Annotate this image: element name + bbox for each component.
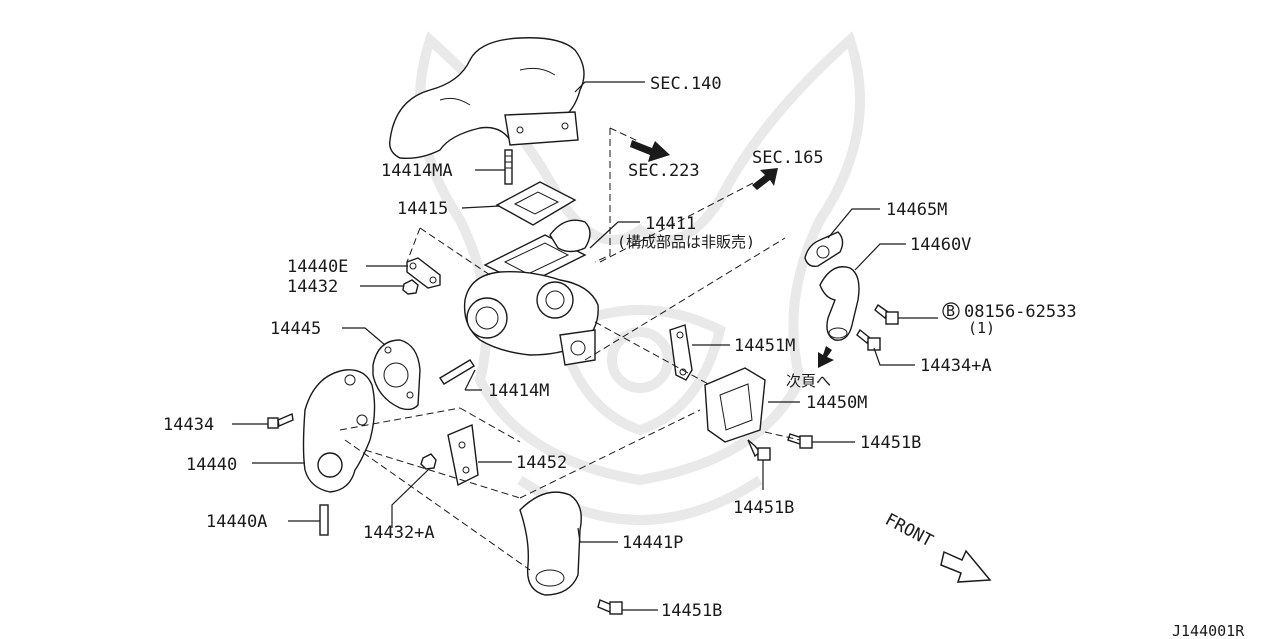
label-14441p[interactable]: 14441P xyxy=(622,533,683,553)
leader-lines xyxy=(232,81,938,611)
label-14451b-mid[interactable]: 14451B xyxy=(733,498,794,518)
drawing-id: J144001R xyxy=(1172,622,1245,639)
label-14445[interactable]: 14445 xyxy=(270,319,321,339)
label-14432[interactable]: 14432 xyxy=(287,277,338,297)
arrow-sec223-icon xyxy=(630,140,670,162)
label-14411[interactable]: 14411 xyxy=(645,214,696,234)
direction-arrows xyxy=(630,140,992,583)
pipe-14460v-part xyxy=(819,266,860,341)
label-14451b-bottom[interactable]: 14451B xyxy=(661,601,722,621)
gasket-14445-part xyxy=(372,339,421,411)
bracket-14440e-part xyxy=(402,257,441,295)
turbocharger-part xyxy=(463,219,599,366)
exhaust-manifold-part xyxy=(389,37,585,160)
bolt-14434a-part xyxy=(856,328,881,351)
front-arrow-icon xyxy=(940,549,992,583)
stud-14414ma-part xyxy=(504,149,513,185)
bolt-badge-letter: B xyxy=(946,302,955,320)
label-14450m[interactable]: 14450M xyxy=(806,393,867,413)
label-bolt-qty: (1) xyxy=(968,319,995,337)
bolt-code-callout[interactable]: B 08156-62533 (1) xyxy=(942,302,1077,337)
bolt-08156-part xyxy=(874,303,899,325)
label-14460v[interactable]: 14460V xyxy=(910,235,971,255)
label-14465m[interactable]: 14465M xyxy=(886,200,947,220)
gasket-14415-part xyxy=(495,181,577,226)
turbine-outlet-14440-part xyxy=(302,369,376,493)
bolt-14451b-right-part xyxy=(787,433,813,449)
bolt-14451b-bottom-part xyxy=(597,599,623,615)
label-14434a[interactable]: 14434+A xyxy=(920,356,992,376)
label-14434[interactable]: 14434 xyxy=(163,415,214,435)
label-14432a[interactable]: 14432+A xyxy=(363,523,435,543)
label-14451m[interactable]: 14451M xyxy=(734,336,795,356)
label-sec223[interactable]: SEC.223 xyxy=(628,161,700,181)
label-next-page[interactable]: 次頁へ xyxy=(786,372,831,390)
pipe-14441p-part xyxy=(519,491,582,596)
bolt-14451b-mid-part xyxy=(747,439,771,461)
label-14414m[interactable]: 14414M xyxy=(488,381,549,401)
label-14414ma[interactable]: 14414MA xyxy=(381,161,453,181)
stud-14414m-part xyxy=(439,359,475,385)
label-front: FRONT xyxy=(882,510,937,552)
stud-14440a-part xyxy=(319,504,329,536)
label-14451b-right[interactable]: 14451B xyxy=(860,433,921,453)
label-sec165[interactable]: SEC.165 xyxy=(752,148,824,168)
label-14452[interactable]: 14452 xyxy=(516,453,567,473)
bracket-14452-part xyxy=(420,423,479,487)
arrow-sec165-icon xyxy=(752,168,778,190)
bolt-badge-circle xyxy=(942,302,960,320)
label-14411-note: (構成部品は非販売) xyxy=(617,233,755,251)
bracket-14451m-part xyxy=(669,324,693,381)
label-sec140[interactable]: SEC.140 xyxy=(650,74,722,94)
insulator-14450m-part xyxy=(704,367,766,443)
assembly-lines xyxy=(339,127,801,571)
label-14440[interactable]: 14440 xyxy=(186,455,237,475)
arrow-next-page-icon xyxy=(818,346,834,368)
label-14415[interactable]: 14415 xyxy=(397,199,448,219)
gasket-14465m-part xyxy=(804,231,844,268)
labels: SEC.140 SEC.223 SEC.165 14414MA 14415 14… xyxy=(163,74,1245,639)
label-14440e[interactable]: 14440E xyxy=(287,257,348,277)
label-bolt-code[interactable]: 08156-62533 xyxy=(964,302,1077,322)
label-14440a[interactable]: 14440A xyxy=(206,512,267,532)
bolt-14434-part xyxy=(267,413,294,429)
